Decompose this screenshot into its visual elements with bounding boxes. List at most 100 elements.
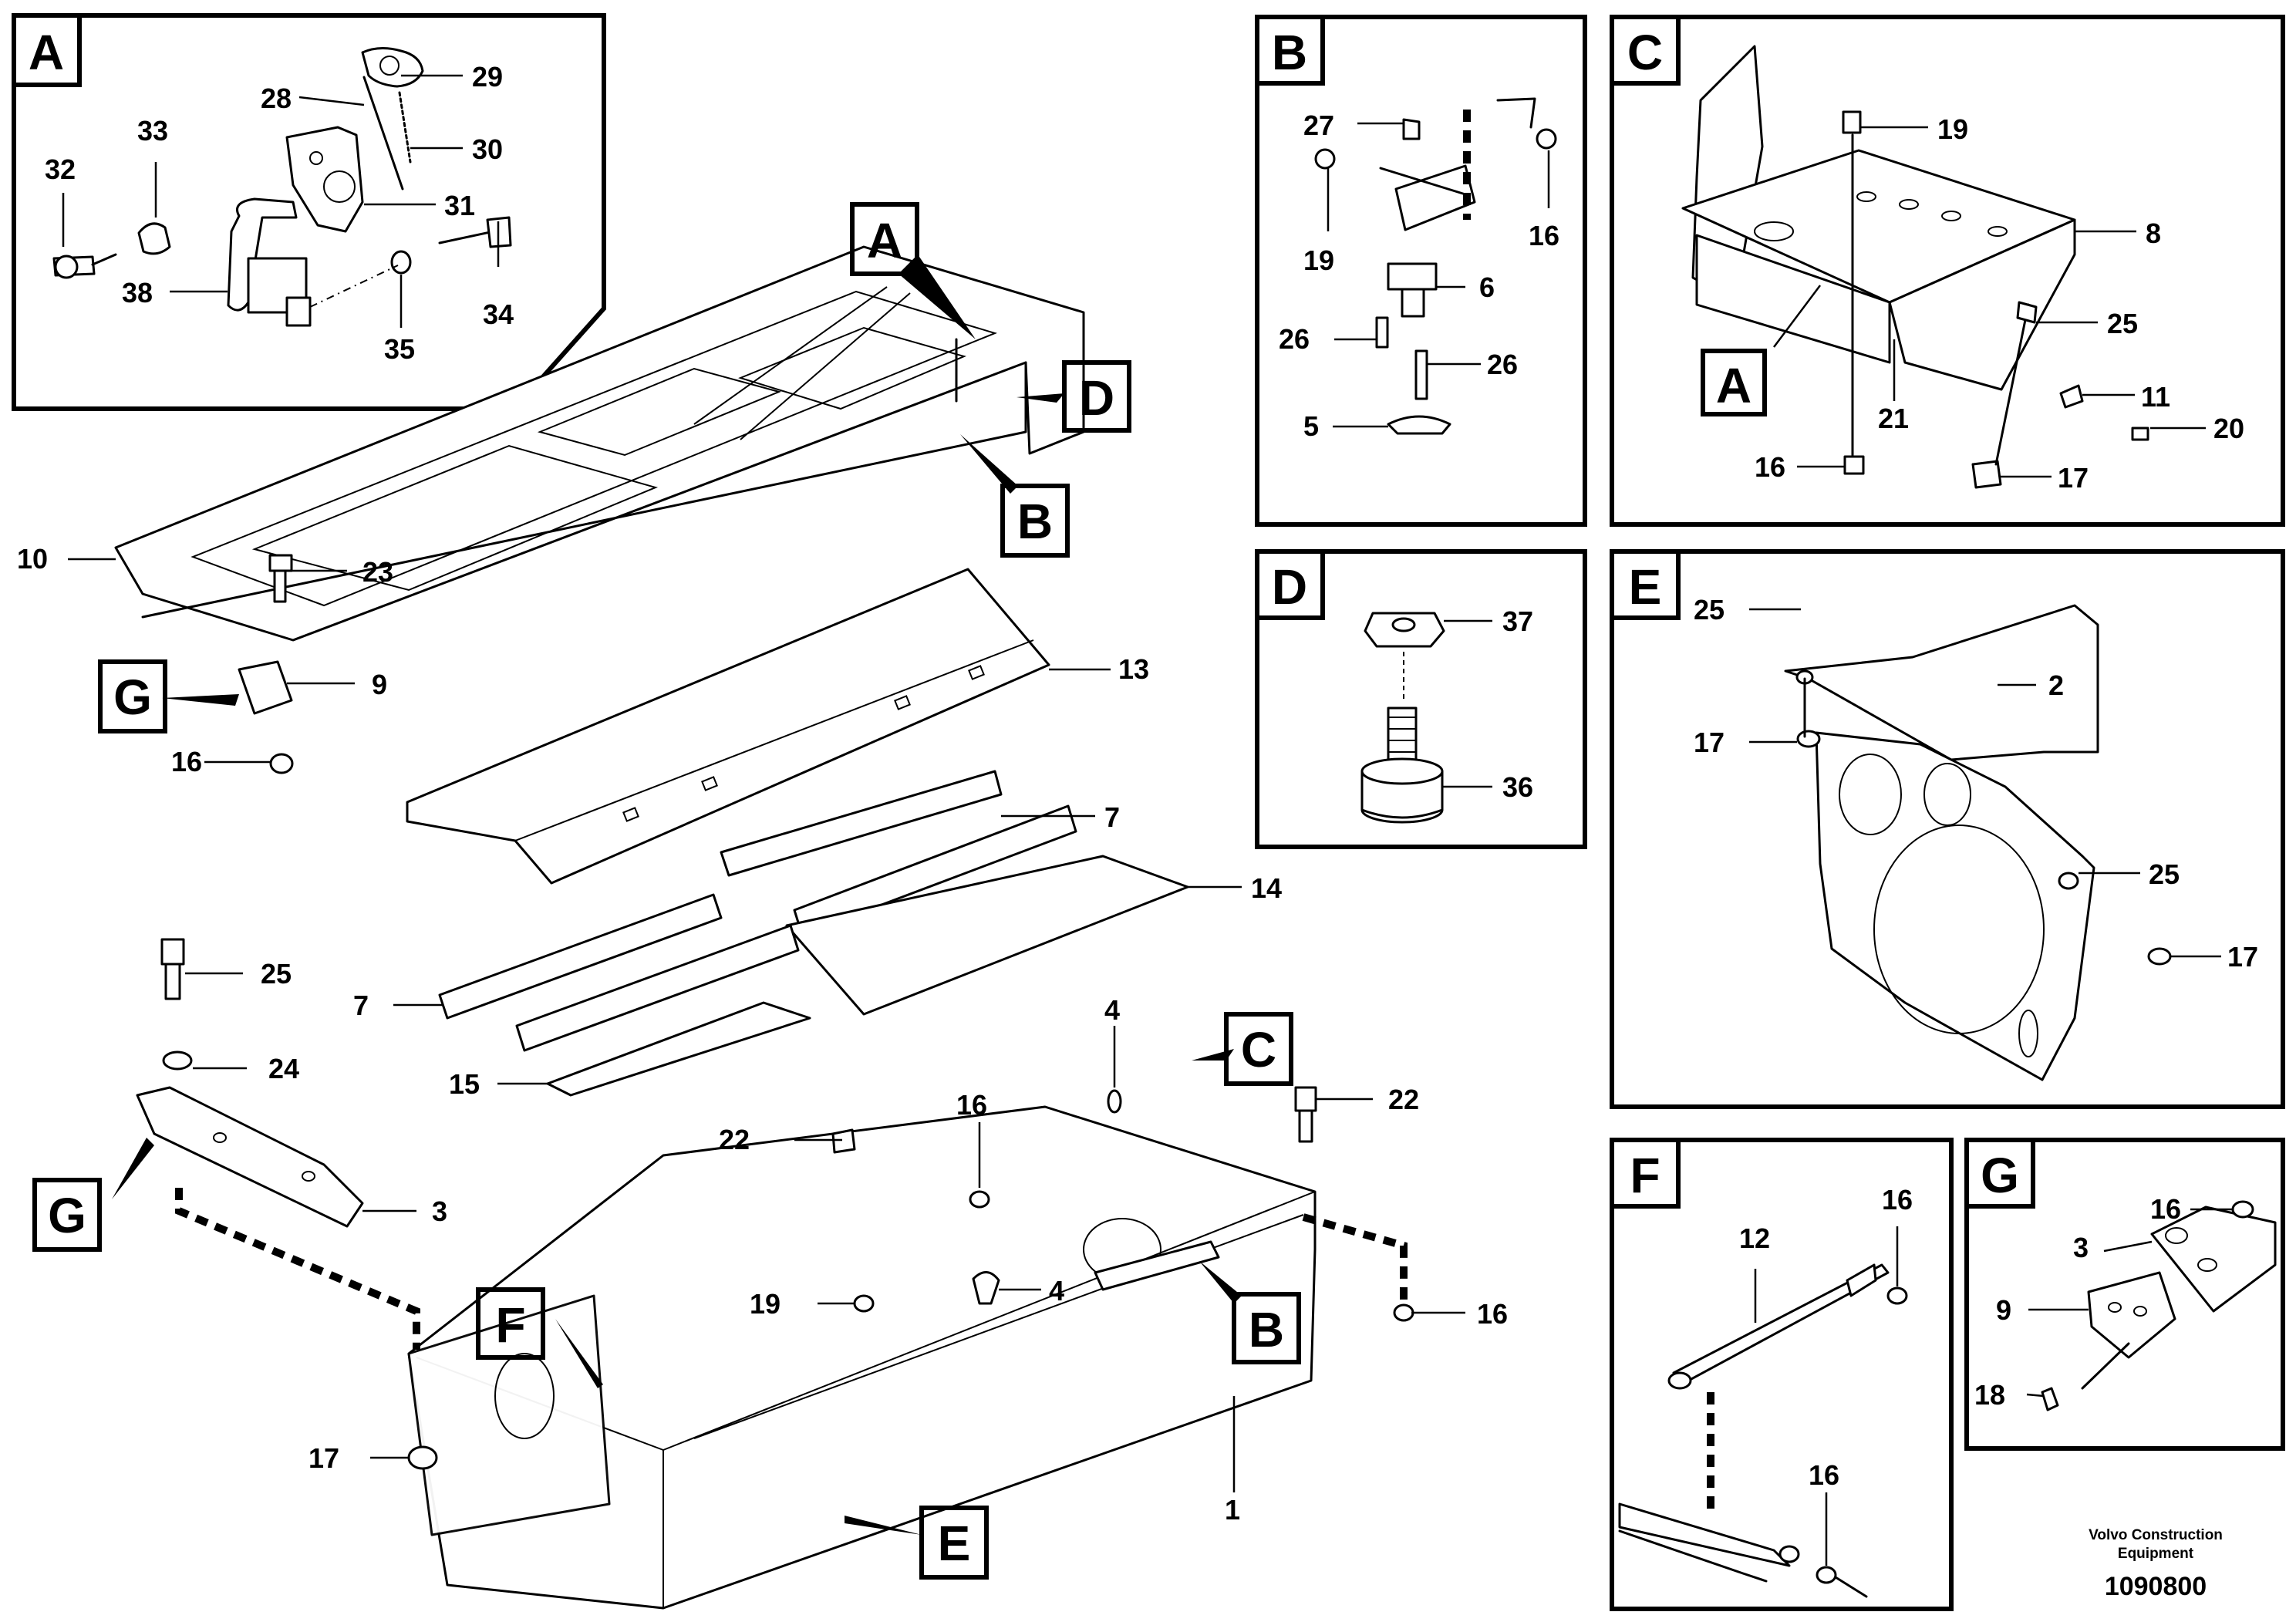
- callout-main-22b: 22: [1388, 1084, 1419, 1115]
- callout-main-4b: 4: [1049, 1275, 1064, 1307]
- callout-B-26b: 26: [1487, 349, 1518, 380]
- callout-C-ref-A: A: [1716, 358, 1752, 413]
- callout-main-14: 14: [1251, 872, 1282, 904]
- detail-label-C: C: [1627, 25, 1663, 80]
- cover-plate-illustration: [406, 568, 1050, 885]
- callout-E-17b: 17: [2227, 941, 2258, 973]
- detail-label-B: B: [1272, 25, 1307, 80]
- callout-C-8: 8: [2146, 218, 2161, 249]
- callout-A-33: 33: [137, 115, 168, 147]
- upper-frame-illustration: [114, 245, 1085, 642]
- callout-main-22a: 22: [719, 1124, 750, 1155]
- callout-A-28: 28: [261, 83, 292, 114]
- detail-G-leaders: [2026, 1208, 2233, 1398]
- callout-main-1: 1: [1225, 1494, 1240, 1526]
- callout-A-38: 38: [122, 277, 153, 309]
- callout-B-16: 16: [1529, 220, 1559, 251]
- callout-E-17a: 17: [1694, 727, 1725, 758]
- callout-B-6: 6: [1479, 271, 1495, 303]
- detail-label-F: F: [1630, 1148, 1660, 1203]
- detail-G-callouts: 16 3 9 18: [1974, 1193, 2181, 1411]
- callout-G-3: 3: [2073, 1232, 2089, 1263]
- callout-A-29: 29: [472, 61, 503, 93]
- main-small-hardware: [160, 554, 1414, 1470]
- callout-main-23: 23: [362, 556, 393, 588]
- callout-C-20: 20: [2213, 413, 2244, 444]
- detail-label-G: G: [1981, 1148, 2019, 1203]
- callout-B-5: 5: [1303, 410, 1319, 442]
- detail-C-callouts: 19 8 25 21 11 20 16 17 A: [1701, 113, 2244, 494]
- support-rod-illustration: [1618, 1263, 1908, 1598]
- callout-main-3: 3: [432, 1195, 447, 1227]
- detail-D-leaders: [1442, 619, 1492, 788]
- callout-A-34: 34: [483, 298, 514, 330]
- detail-panel-E: E 25 2 17 25 17: [1610, 549, 2285, 1109]
- callout-C-17: 17: [2058, 462, 2089, 494]
- rubber-mount-illustration: [1360, 612, 1445, 824]
- callout-main-17: 17: [308, 1442, 339, 1474]
- callout-F-16b: 16: [1809, 1459, 1839, 1491]
- ref-B1: B: [1017, 494, 1053, 549]
- brand-line-1: Volvo Construction: [2089, 1527, 2223, 1543]
- main-callouts: 10 23 9 16 13 7 14 7 15 25 24 3 4 22 22 …: [17, 543, 1508, 1526]
- detail-label-A: A: [29, 25, 64, 80]
- latch-assembly-illustration: [52, 47, 512, 327]
- callout-main-13: 13: [1118, 653, 1149, 685]
- callout-main-4a: 4: [1104, 994, 1120, 1026]
- detail-panel-F: F 12 16 16: [1610, 1138, 1954, 1611]
- ref-D: D: [1079, 370, 1114, 426]
- detail-B-callouts: 27 19 16 6 26 26 5: [1279, 110, 1559, 442]
- brand-line-2: Equipment: [2118, 1546, 2194, 1562]
- detail-B-leaders: [1327, 122, 1550, 428]
- detail-panel-D: D 37 36: [1255, 549, 1587, 849]
- callout-F-16a: 16: [1882, 1184, 1913, 1216]
- detail-F-leaders: [1754, 1226, 1899, 1566]
- main-ref-pointers: [112, 255, 1242, 1535]
- detail-C-leaders: [1773, 126, 2206, 478]
- callout-B-19: 19: [1303, 244, 1334, 276]
- callout-A-32: 32: [45, 153, 76, 185]
- callout-main-9: 9: [372, 669, 387, 700]
- callout-G-9: 9: [1996, 1294, 2011, 1326]
- detail-B-hardware-illustration: [1314, 97, 1557, 435]
- callout-E-2: 2: [2048, 669, 2064, 701]
- callout-A-31: 31: [444, 190, 475, 221]
- callout-main-7a: 7: [1104, 801, 1120, 833]
- callout-main-15: 15: [449, 1068, 480, 1100]
- detail-E-callouts: 25 2 17 25 17: [1694, 594, 2258, 973]
- callout-D-37: 37: [1502, 605, 1533, 637]
- pad-strips-illustration: [438, 770, 1189, 1097]
- detail-panel-B: B 27 19 16 6: [1255, 15, 1587, 527]
- callout-C-16: 16: [1755, 451, 1785, 483]
- callout-D-36: 36: [1502, 771, 1533, 803]
- callout-E-25b: 25: [2149, 858, 2180, 890]
- callout-main-7b: 7: [353, 990, 369, 1021]
- detail-label-D: D: [1272, 559, 1307, 615]
- lower-tray-illustration: [407, 1105, 1317, 1610]
- detail-F-callouts: 12 16 16: [1739, 1184, 1913, 1491]
- callout-C-25: 25: [2107, 308, 2138, 339]
- step-tray-illustration: [1681, 45, 2149, 489]
- bracket-plate-illustration: [1784, 604, 2172, 1081]
- ref-B2: B: [1249, 1302, 1284, 1357]
- callout-F-12: 12: [1739, 1222, 1770, 1254]
- callout-main-10: 10: [17, 543, 48, 575]
- ref-G1: G: [113, 669, 152, 725]
- ref-C: C: [1241, 1022, 1276, 1077]
- detail-panel-A: A: [12, 13, 606, 411]
- detail-E-leaders: [1749, 608, 2221, 958]
- callout-C-11: 11: [2141, 381, 2170, 413]
- main-ref-letters: A D B G C B G F E: [32, 202, 1301, 1580]
- callout-C-19: 19: [1937, 113, 1968, 145]
- callout-main-16c: 16: [1477, 1298, 1508, 1330]
- callout-C-21: 21: [1878, 403, 1909, 434]
- main-leaders: [68, 558, 1465, 1492]
- callout-main-16b: 16: [956, 1089, 987, 1121]
- detail-panel-G: G 16 3 9 18: [1964, 1138, 2285, 1451]
- callout-G-16: 16: [2150, 1193, 2181, 1225]
- callout-main-25: 25: [261, 958, 292, 990]
- footer-block: Volvo Construction Equipment 1090800: [2089, 1527, 2223, 1601]
- ref-A: A: [867, 213, 902, 268]
- callout-A-35: 35: [384, 333, 415, 365]
